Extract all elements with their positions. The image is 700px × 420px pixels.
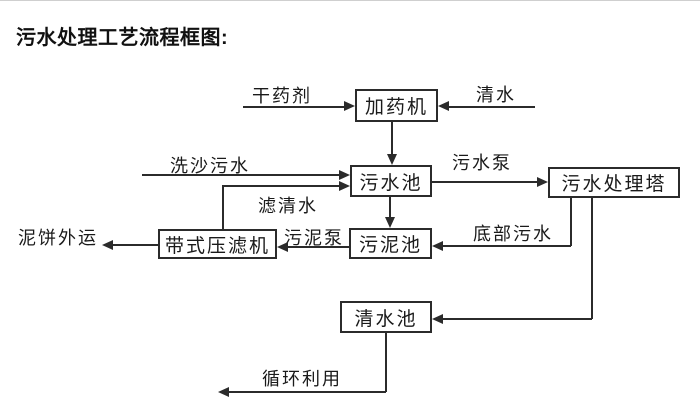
arrow-down-icon xyxy=(385,217,395,228)
page-title: 污水处理工艺流程框图: xyxy=(16,27,229,49)
arrow-right-icon xyxy=(339,170,350,180)
flow-line-recycle xyxy=(229,391,386,393)
arrow-right-icon xyxy=(339,181,350,191)
flow-line-sand-washing-sewage xyxy=(142,174,339,176)
flow-label-mud-cake-out: 泥饼外运 xyxy=(18,228,98,248)
arrow-right-icon xyxy=(344,101,355,111)
flow-label-sludge-pump: 污泥泵 xyxy=(284,228,344,248)
flow-line-bottom-sewage xyxy=(443,245,571,247)
node-sludge-pool: 污泥池 xyxy=(349,228,432,259)
flow-line-filtered-water xyxy=(222,185,339,187)
flow-line-sludge-pump xyxy=(288,246,349,248)
flow-label-sand-washing-sewage: 洗沙污水 xyxy=(170,156,250,176)
flow-line-bottom-sewage-drop xyxy=(570,198,572,246)
flow-line-sewage-to-sludge xyxy=(389,197,391,217)
flow-line-tower-to-clean xyxy=(443,318,592,320)
arrow-left-icon xyxy=(438,101,449,111)
arrow-left-icon xyxy=(102,240,113,250)
flow-label-filtered-water: 滤清水 xyxy=(258,196,318,216)
flow-line-dry-agent xyxy=(243,106,344,108)
node-clean-water-pool: 清水池 xyxy=(340,301,432,333)
arrow-left-icon xyxy=(432,314,443,324)
arrow-left-icon xyxy=(432,241,443,251)
flow-line-dosing-to-sewage xyxy=(391,122,393,154)
flow-line-clean-water-in xyxy=(449,106,535,108)
arrow-left-icon xyxy=(277,242,288,252)
node-belt-filter-press: 带式压滤机 xyxy=(158,229,277,259)
node-sewage-pool: 污水池 xyxy=(350,165,432,197)
flow-line-recycle-drop xyxy=(385,333,387,392)
flow-line-filtered-water-riser xyxy=(222,185,224,230)
node-dosing-machine: 加药机 xyxy=(355,89,438,122)
flow-label-dry-agent: 干药剂 xyxy=(252,86,312,106)
flow-label-bottom-sewage: 底部污水 xyxy=(473,224,553,244)
flow-label-clean-water-in: 清水 xyxy=(476,85,516,105)
arrow-left-icon xyxy=(218,387,229,397)
arrow-down-icon xyxy=(387,154,397,165)
flow-line-mud-cake-out xyxy=(113,244,158,246)
node-treatment-tower: 污水处理塔 xyxy=(548,167,680,198)
arrow-right-icon xyxy=(537,177,548,187)
flow-label-recycle: 循环利用 xyxy=(262,369,342,389)
flow-line-tower-to-clean-drop xyxy=(591,198,593,319)
flow-label-sewage-pump: 污水泵 xyxy=(452,153,512,173)
flow-line-sewage-pump xyxy=(432,181,537,183)
